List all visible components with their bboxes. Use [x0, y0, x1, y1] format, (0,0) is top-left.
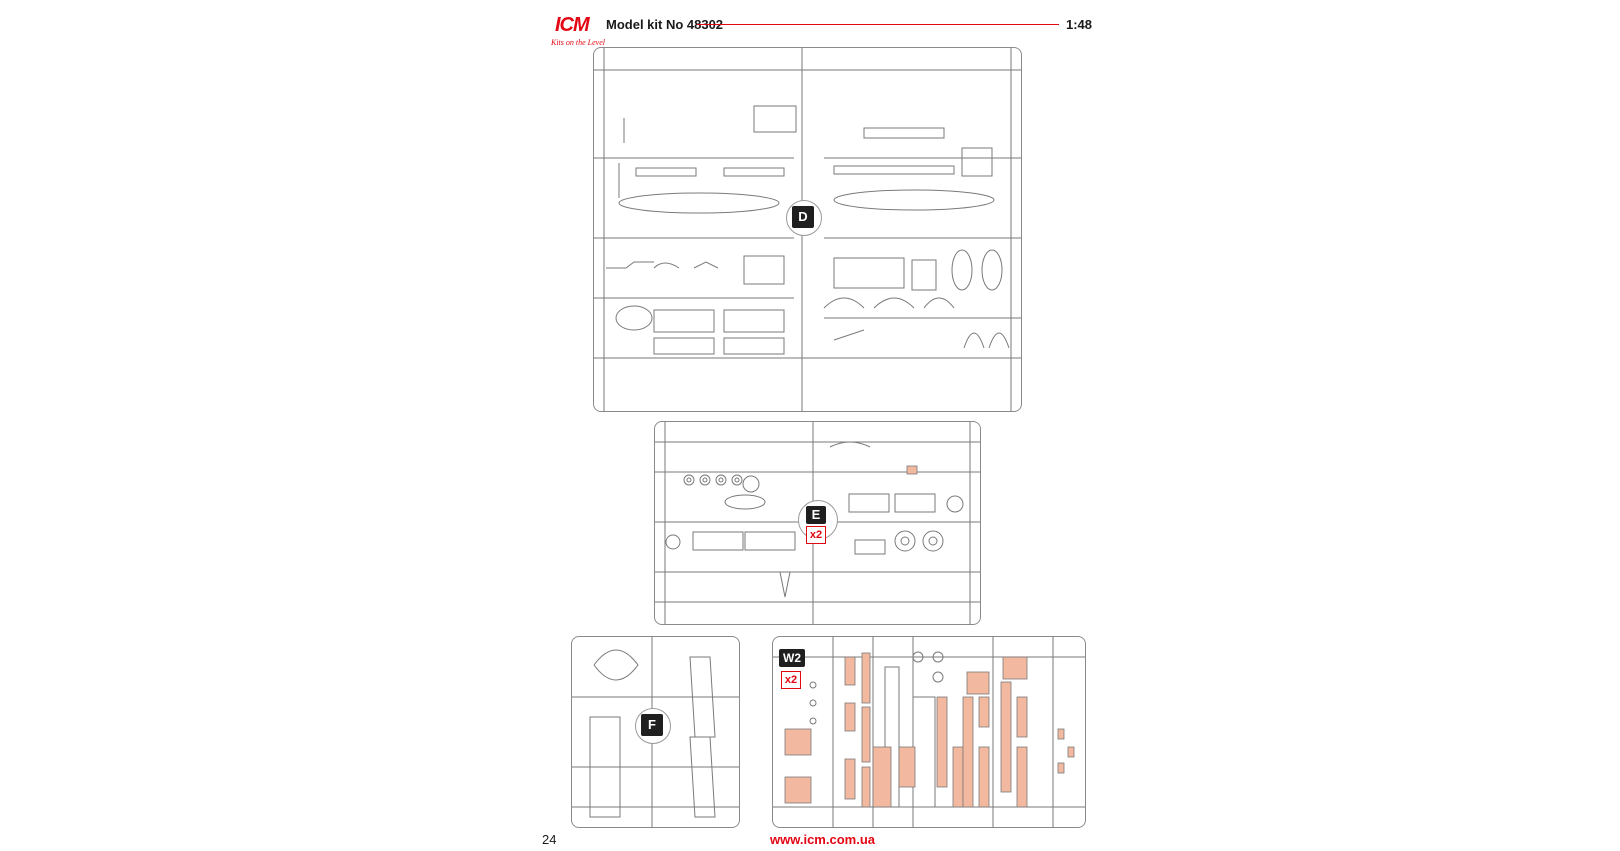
page-title: Model kit No 48302 [606, 17, 724, 32]
header-divider [697, 24, 1059, 25]
sprue-e-label: E [806, 506, 826, 524]
sprue-f-diagram: F [571, 636, 740, 828]
sprue-e-multiplier: x2 [806, 526, 826, 544]
icm-logo: ICM Kits on the Level [535, 14, 605, 54]
logo-brand: ICM [555, 14, 590, 36]
sprue-e-parts [655, 422, 980, 624]
footer-url: www.icm.com.ua [770, 832, 875, 847]
sprue-w2-parts [773, 637, 1085, 827]
sprue-d-parts [594, 48, 1021, 411]
sprue-w2-multiplier: x2 [781, 671, 801, 689]
sprue-d-diagram: D [593, 47, 1022, 412]
sprue-e-diagram: E x2 [654, 421, 981, 625]
sprue-w2-diagram: W2 x2 [772, 636, 1086, 828]
sprue-w2-label: W2 [779, 649, 805, 667]
logo-tagline: Kits on the Level [551, 38, 605, 47]
scale-label: 1:48 [1066, 17, 1093, 32]
page-number: 24 [542, 832, 557, 847]
sprue-d-label: D [792, 206, 814, 228]
sprue-f-label: F [641, 714, 663, 736]
